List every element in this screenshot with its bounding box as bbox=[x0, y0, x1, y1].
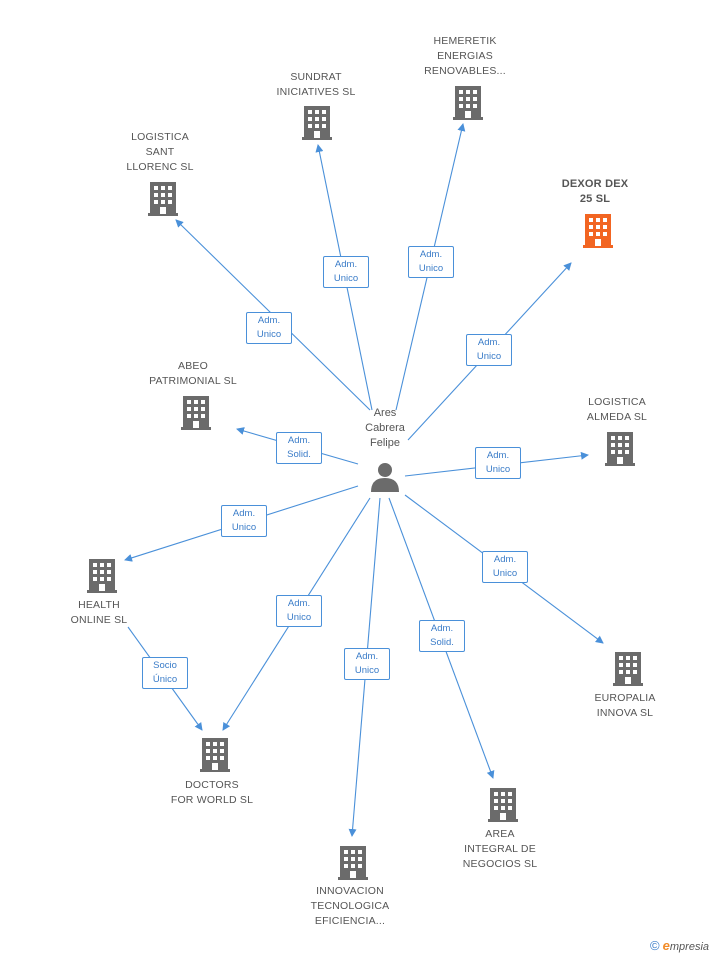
edge-label-line: Unico bbox=[485, 464, 511, 475]
edge-label-line: Unico bbox=[492, 568, 518, 579]
company-name-line: EUROPALIA bbox=[594, 692, 656, 704]
edge-label-line: Adm. bbox=[419, 249, 443, 260]
company-name-line: ALMEDA SL bbox=[586, 411, 648, 423]
building-icon[interactable] bbox=[583, 214, 613, 248]
edge-label-line: Solid. bbox=[430, 637, 454, 648]
edge-label-health[interactable]: Adm. Unico bbox=[221, 505, 267, 537]
building-icon[interactable] bbox=[613, 652, 643, 686]
edge-label-line: Socio bbox=[153, 660, 177, 671]
building-icon[interactable] bbox=[87, 559, 117, 593]
company-label-hemeretik[interactable]: HEMERETIK ENERGIAS RENOVABLES... bbox=[400, 34, 530, 79]
company-name-line: FOR WORLD SL bbox=[170, 794, 254, 806]
edge-label-logistica-almeda[interactable]: Adm. Unico bbox=[475, 447, 521, 479]
building-icon[interactable] bbox=[453, 86, 483, 120]
edge-label-innovacion[interactable]: Adm. Unico bbox=[344, 648, 390, 680]
company-name-line: LOGISTICA bbox=[131, 131, 189, 143]
edge-label-area[interactable]: Adm. Solid. bbox=[419, 620, 465, 652]
company-name-line: DEXOR DEX bbox=[561, 178, 629, 190]
edge-label-line: Adm. bbox=[477, 337, 501, 348]
edge-label-line: Adm. bbox=[334, 259, 358, 270]
edge-label-line: Unico bbox=[418, 263, 444, 274]
company-label-abeo[interactable]: ABEO PATRIMONIAL SL bbox=[128, 359, 258, 389]
person-name-line: Cabrera bbox=[365, 422, 405, 434]
company-name-line: SUNDRAT bbox=[290, 71, 342, 83]
footer-brand[interactable]: © empresia bbox=[650, 938, 709, 953]
edge-label-line: Adm. bbox=[493, 554, 517, 565]
company-label-innovacion[interactable]: INNOVACION TECNOLOGICA EFICIENCIA... bbox=[285, 884, 415, 929]
building-icon[interactable] bbox=[181, 396, 211, 430]
company-name-line: INNOVACION bbox=[316, 885, 384, 897]
person-name-line: Ares bbox=[373, 407, 397, 419]
edge-label-sundrat[interactable]: Adm. Unico bbox=[323, 256, 369, 288]
center-person-label: Ares Cabrera Felipe bbox=[325, 406, 445, 451]
person-name-line: Felipe bbox=[370, 437, 400, 449]
company-name-line: TECNOLOGICA bbox=[310, 900, 390, 912]
edge-label-line: Adm. bbox=[257, 315, 281, 326]
copyright-symbol: © bbox=[650, 938, 660, 953]
company-name-line: INICIATIVES SL bbox=[276, 86, 356, 98]
building-icon[interactable] bbox=[605, 432, 635, 466]
company-name-line: EFICIENCIA... bbox=[314, 915, 386, 927]
company-name-line: LOGISTICA bbox=[588, 396, 646, 408]
company-name-line: HEMERETIK bbox=[433, 35, 497, 47]
company-name-line: NEGOCIOS SL bbox=[462, 858, 538, 870]
building-icon[interactable] bbox=[488, 788, 518, 822]
company-label-logistica-almeda[interactable]: LOGISTICA ALMEDA SL bbox=[552, 395, 682, 425]
company-label-dexor[interactable]: DEXOR DEX 25 SL bbox=[530, 177, 660, 207]
company-name-line: LLORENC SL bbox=[126, 161, 194, 173]
company-name-line: AREA bbox=[485, 828, 515, 840]
company-label-logistica-sant[interactable]: LOGISTICA SANT LLORENC SL bbox=[95, 130, 225, 175]
edge-label-line: Adm. bbox=[430, 623, 454, 634]
company-label-health[interactable]: HEALTH ONLINE SL bbox=[34, 598, 164, 628]
building-icon[interactable] bbox=[338, 846, 368, 880]
edge-label-europalia[interactable]: Adm. Unico bbox=[482, 551, 528, 583]
edge-label-line: Solid. bbox=[287, 449, 311, 460]
edge-label-line: Adm. bbox=[287, 598, 311, 609]
edge-label-line: Adm. bbox=[486, 450, 510, 461]
brand-name: mpresia bbox=[669, 941, 710, 953]
company-name-line: PATRIMONIAL SL bbox=[149, 375, 237, 387]
company-name-line: ENERGIAS bbox=[437, 50, 493, 62]
company-name-line: 25 SL bbox=[579, 193, 611, 205]
edge-label-line: Unico bbox=[354, 665, 380, 676]
company-label-sundrat[interactable]: SUNDRAT INICIATIVES SL bbox=[251, 70, 381, 100]
company-label-area[interactable]: AREA INTEGRAL DE NEGOCIOS SL bbox=[435, 827, 565, 872]
edge-label-line: Único bbox=[152, 674, 178, 685]
company-name-line: HEALTH bbox=[78, 599, 120, 611]
building-icon[interactable] bbox=[148, 182, 178, 216]
edge-label-line: Unico bbox=[286, 612, 312, 623]
person-icon[interactable] bbox=[371, 463, 399, 492]
edge-label-line: Unico bbox=[231, 522, 257, 533]
company-name-line: ONLINE SL bbox=[70, 614, 128, 626]
company-name-line: RENOVABLES... bbox=[424, 65, 506, 77]
building-icon[interactable] bbox=[302, 106, 332, 140]
company-name-line: ABEO bbox=[178, 360, 208, 372]
building-icon[interactable] bbox=[200, 738, 230, 772]
company-label-europalia[interactable]: EUROPALIA INNOVA SL bbox=[560, 691, 690, 721]
company-name-line: INTEGRAL DE bbox=[464, 843, 536, 855]
company-label-doctors[interactable]: DOCTORS FOR WORLD SL bbox=[147, 778, 277, 808]
edge-label-line: Adm. bbox=[355, 651, 379, 662]
edge-label-doctors[interactable]: Adm. Unico bbox=[276, 595, 322, 627]
edge-label-line: Adm. bbox=[232, 508, 256, 519]
edge-label-hemeretik[interactable]: Adm. Unico bbox=[408, 246, 454, 278]
edge-label-line: Unico bbox=[256, 329, 282, 340]
edge-label-dexor[interactable]: Adm. Unico bbox=[466, 334, 512, 366]
edge-label-line: Adm. bbox=[287, 435, 311, 446]
brand-initial: e bbox=[662, 938, 670, 953]
edge-label-logistica-sant[interactable]: Adm. Unico bbox=[246, 312, 292, 344]
edge-label-abeo[interactable]: Adm. Solid. bbox=[276, 432, 322, 464]
company-name-line: DOCTORS bbox=[185, 779, 239, 791]
edge-label-line: Unico bbox=[476, 351, 502, 362]
company-name-line: SANT bbox=[145, 146, 175, 158]
company-name-line: INNOVA SL bbox=[596, 707, 654, 719]
edge-label-line: Unico bbox=[333, 273, 359, 284]
